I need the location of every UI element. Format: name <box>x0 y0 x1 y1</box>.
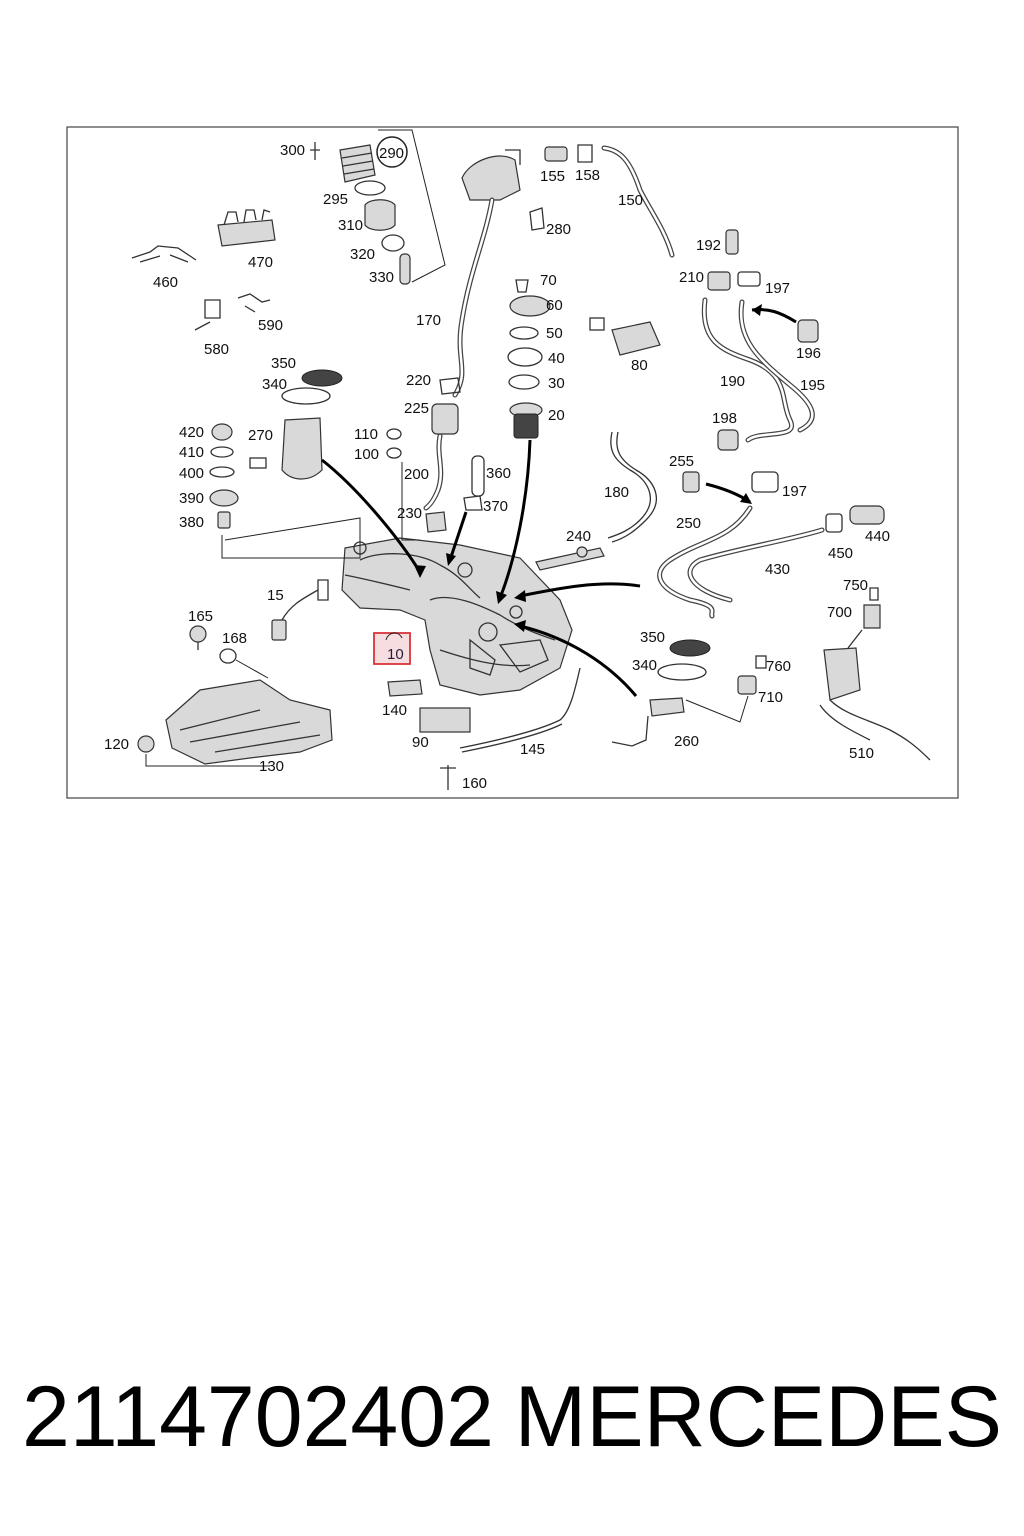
pump-stack-drawing <box>507 279 551 439</box>
callout-165: 165 <box>188 608 213 625</box>
callout-190: 190 <box>720 373 745 390</box>
callout-20: 20 <box>548 407 565 424</box>
callout-510: 510 <box>849 745 874 762</box>
callout-290-circle <box>376 136 408 168</box>
fuel-tank-drawing <box>341 537 573 696</box>
callout-100: 100 <box>354 446 379 463</box>
callout-145: 145 <box>520 741 545 758</box>
callout-130: 130 <box>259 758 284 775</box>
callout-196: 196 <box>796 345 821 362</box>
clip-parts-drawing <box>682 429 779 504</box>
seal-group-drawing <box>310 129 446 285</box>
callout-225: 225 <box>404 400 429 417</box>
callout-410: 410 <box>179 444 204 461</box>
callout-360: 360 <box>486 465 511 482</box>
callout-330: 330 <box>369 269 394 286</box>
callout-210: 210 <box>679 269 704 286</box>
callout-295: 295 <box>323 191 348 208</box>
callout-220: 220 <box>406 372 431 389</box>
callout-30: 30 <box>548 375 565 392</box>
callout-250: 250 <box>676 515 701 532</box>
callout-290: 290 <box>379 145 404 162</box>
bracket-parts-drawing <box>131 209 276 331</box>
callout-110: 110 <box>354 426 378 443</box>
pump-left-drawing <box>209 369 361 559</box>
callout-198: 198 <box>712 410 737 427</box>
callout-460: 460 <box>153 274 178 291</box>
callout-155: 155 <box>540 168 565 185</box>
line-430-drawing <box>687 505 885 603</box>
callout-260: 260 <box>674 733 699 750</box>
callout-70: 70 <box>540 272 557 289</box>
lower-pipes-drawing <box>535 431 753 619</box>
brand-name: MERCEDES <box>514 1369 1002 1465</box>
callout-750: 750 <box>843 577 868 594</box>
sender-right-drawing <box>611 639 767 747</box>
parts-diagram: 10 300 290 295 310 320 330 170 155 158 1… <box>66 126 959 799</box>
callout-440: 440 <box>865 528 890 545</box>
callout-158: 158 <box>575 167 600 184</box>
callout-350-right: 350 <box>640 629 665 646</box>
callout-180: 180 <box>604 484 629 501</box>
callout-340-left: 340 <box>262 376 287 393</box>
vent-parts-drawing <box>529 144 675 258</box>
callout-400: 400 <box>179 465 204 482</box>
part-number: 2114702402 <box>22 1369 494 1465</box>
callout-590: 590 <box>258 317 283 334</box>
right-hose-cluster-drawing <box>701 229 819 443</box>
callout-380: 380 <box>179 514 204 531</box>
callout-197-bottom: 197 <box>782 483 807 500</box>
callout-230: 230 <box>397 505 422 522</box>
callout-40: 40 <box>548 350 565 367</box>
callout-470: 470 <box>248 254 273 271</box>
callout-320: 320 <box>350 246 375 263</box>
connector-left-drawing <box>189 579 329 679</box>
callout-150: 150 <box>618 192 643 209</box>
callout-450: 450 <box>828 545 853 562</box>
heat-shield-drawing <box>137 679 333 767</box>
callout-90: 90 <box>412 734 429 751</box>
callout-420: 420 <box>179 424 204 441</box>
filler-neck-drawing <box>452 149 521 398</box>
callout-50: 50 <box>546 325 563 342</box>
callout-60: 60 <box>546 297 563 314</box>
assembly-arrows <box>321 439 641 697</box>
callout-280: 280 <box>546 221 571 238</box>
callout-15: 15 <box>267 587 284 604</box>
callout-270: 270 <box>248 427 273 444</box>
callout-192: 192 <box>696 237 721 254</box>
callout-168: 168 <box>222 630 247 647</box>
callout-255: 255 <box>669 453 694 470</box>
callout-700: 700 <box>827 604 852 621</box>
callout-10: 10 <box>387 646 404 663</box>
callout-240: 240 <box>566 528 591 545</box>
callout-350-left: 350 <box>271 355 296 372</box>
callout-80: 80 <box>631 357 648 374</box>
callout-197-top: 197 <box>765 280 790 297</box>
callout-170: 170 <box>416 312 441 329</box>
callout-340-right: 340 <box>632 657 657 674</box>
callout-120: 120 <box>104 736 129 753</box>
callout-390: 390 <box>179 490 204 507</box>
footer: 2114702402 MERCEDES <box>0 1362 1024 1472</box>
callout-580: 580 <box>204 341 229 358</box>
callout-300: 300 <box>280 142 305 159</box>
module-drawing <box>589 317 661 356</box>
callout-430: 430 <box>765 561 790 578</box>
callout-140: 140 <box>382 702 407 719</box>
bottom-center-parts-drawing <box>387 667 581 790</box>
center-hoses-drawing <box>386 377 485 541</box>
callout-200: 200 <box>404 466 429 483</box>
callout-760: 760 <box>766 658 791 675</box>
callout-370: 370 <box>483 498 508 515</box>
callout-160: 160 <box>462 775 487 792</box>
callout-710: 710 <box>758 689 783 706</box>
callout-310: 310 <box>338 217 363 234</box>
callout-195: 195 <box>800 377 825 394</box>
harness-drawing <box>819 587 931 761</box>
